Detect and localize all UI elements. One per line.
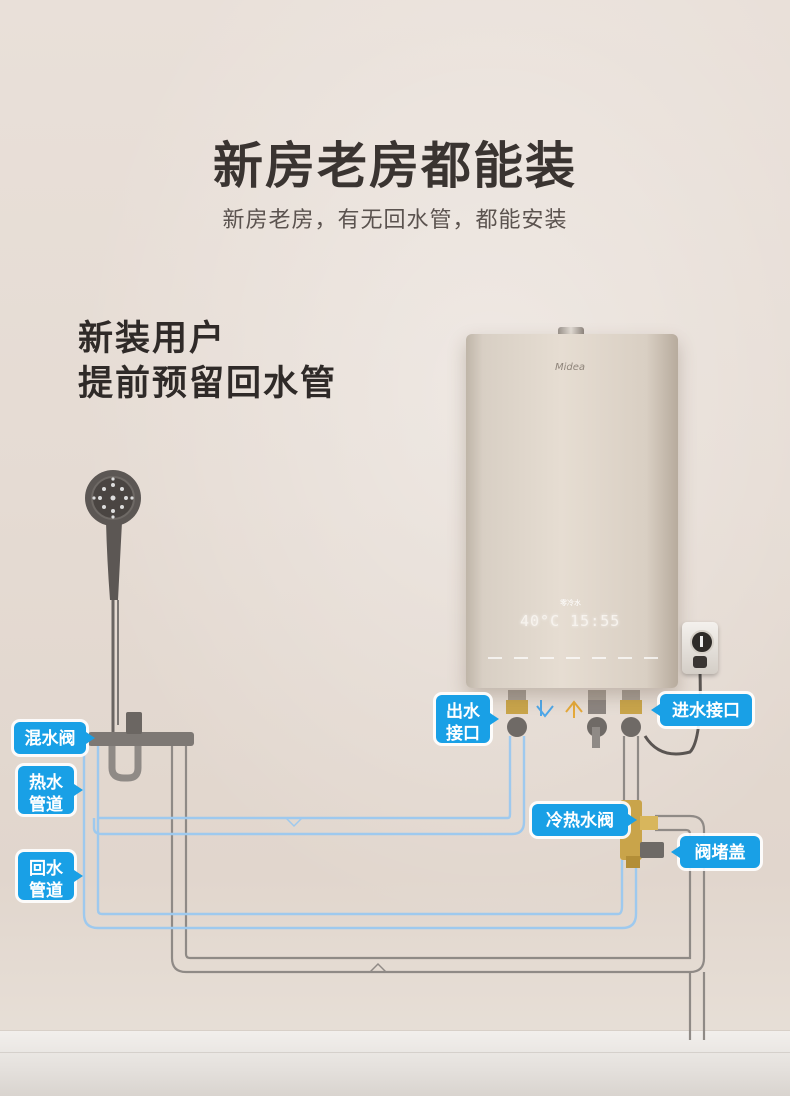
shower-head-icon [85, 470, 141, 600]
socket-knob [693, 656, 707, 668]
floor [0, 1030, 790, 1096]
water-heater [466, 334, 678, 688]
panel-button [618, 657, 632, 659]
heater-display: 40°C 15:55 [520, 612, 621, 630]
callout-valve-cap: 阀堵盖 [671, 836, 760, 868]
callout-mixing-valve: 混水阀 [14, 722, 95, 754]
heater-flue [558, 327, 584, 337]
headline-line-1: 新装用户 [78, 319, 227, 359]
callout-inlet: 进水接口 [651, 694, 752, 726]
heater-brand: Midea [555, 362, 586, 373]
callout-outlet: 出水接口 [436, 695, 499, 744]
panel-button [566, 657, 580, 659]
callout-return-pipe: 回水管道 [18, 852, 83, 901]
floor-line [0, 1052, 790, 1053]
mixing-valve-icon [88, 712, 194, 782]
power-socket-icon [682, 622, 718, 674]
page-title: 新房老房都能装 [213, 137, 577, 195]
heater-panel-buttons [488, 654, 658, 662]
callout-hot-water-pipe: 热水管道 [18, 766, 83, 815]
heater-fittings-icon [506, 690, 642, 748]
page-subtitle: 新房老房，有无回水管，都能安装 [222, 208, 568, 233]
panel-button [488, 657, 502, 659]
heater-display-label: 零冷水 [560, 599, 581, 607]
callout-cold-hot-valve: 冷热水阀 [532, 804, 637, 836]
headline-line-2: 提前预留回水管 [78, 364, 338, 404]
socket-face [690, 630, 714, 654]
panel-button [592, 657, 606, 659]
panel-button [644, 657, 658, 659]
panel-button [540, 657, 554, 659]
panel-button [514, 657, 528, 659]
